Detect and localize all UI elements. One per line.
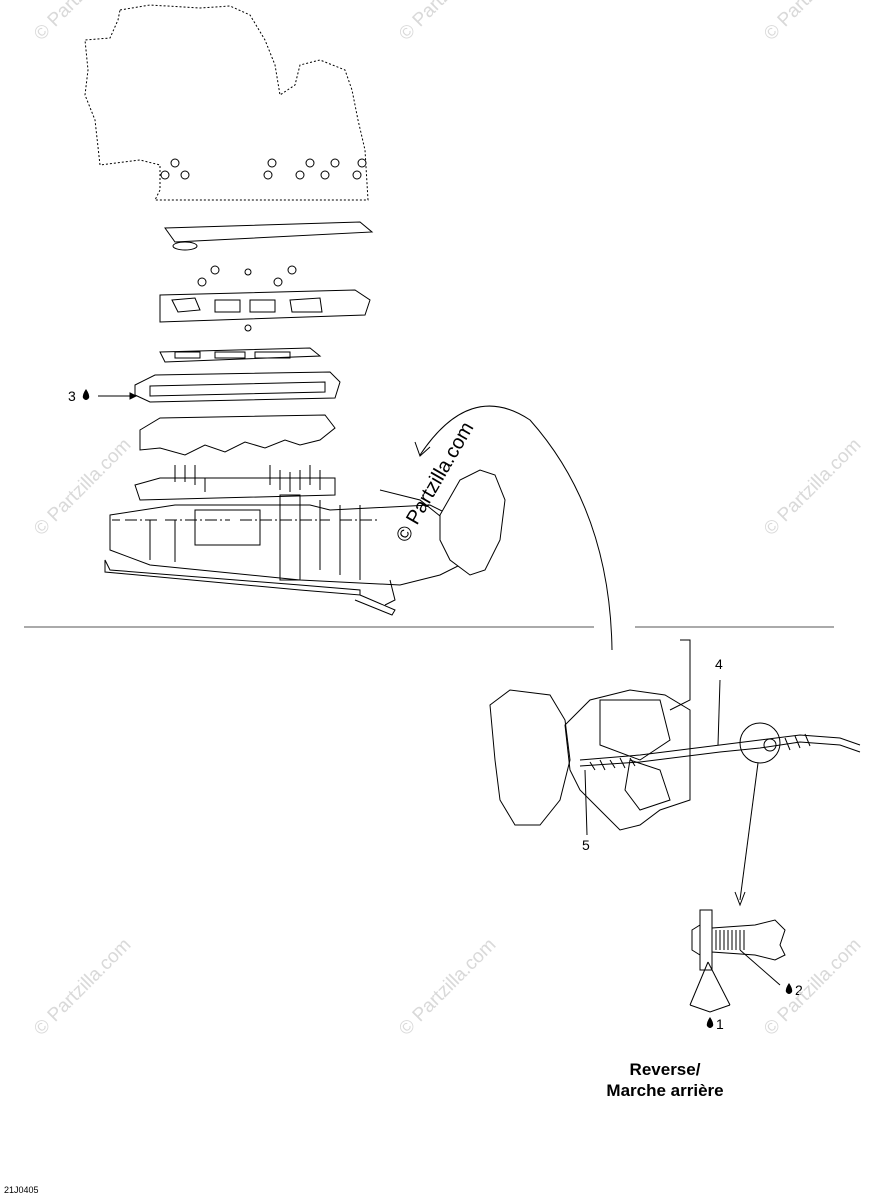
gasket-lower (159, 347, 322, 363)
curved-arrow (419, 405, 613, 651)
callout-2: 2 (795, 982, 803, 998)
gasket-upper (164, 221, 374, 243)
callout-5: 5 (582, 837, 590, 853)
reverse-cable (579, 734, 861, 761)
wavy-tray (139, 414, 336, 456)
callout-4: 4 (715, 656, 723, 672)
oil-drop-icon (785, 983, 793, 994)
studs (174, 465, 321, 492)
title-line-1: Reverse/ (629, 1060, 701, 1079)
washer (244, 324, 252, 332)
detail-circle (739, 722, 781, 764)
title-line-2: Marche arrière (606, 1081, 724, 1100)
cable-spring (589, 733, 811, 771)
callout-3: 3 (68, 388, 76, 404)
cable-clamp (763, 738, 777, 752)
reverse-gate-assembly (489, 639, 691, 831)
adaptor-plate (159, 289, 371, 323)
engine-nuts (160, 158, 367, 180)
drawing-code: 21J0405 (4, 1185, 39, 1195)
reverse-gate-top (439, 469, 506, 576)
oil-drop-icon (706, 1017, 714, 1028)
oil-drop-icon (82, 389, 90, 400)
adaptor-plate-ports (171, 297, 323, 313)
o-ring (172, 241, 198, 251)
callout-1: 1 (716, 1016, 724, 1032)
seal-frame (134, 371, 341, 403)
mounting-nuts (197, 265, 297, 287)
engine-outline (84, 4, 369, 201)
cable-fitting-detail (691, 909, 786, 971)
